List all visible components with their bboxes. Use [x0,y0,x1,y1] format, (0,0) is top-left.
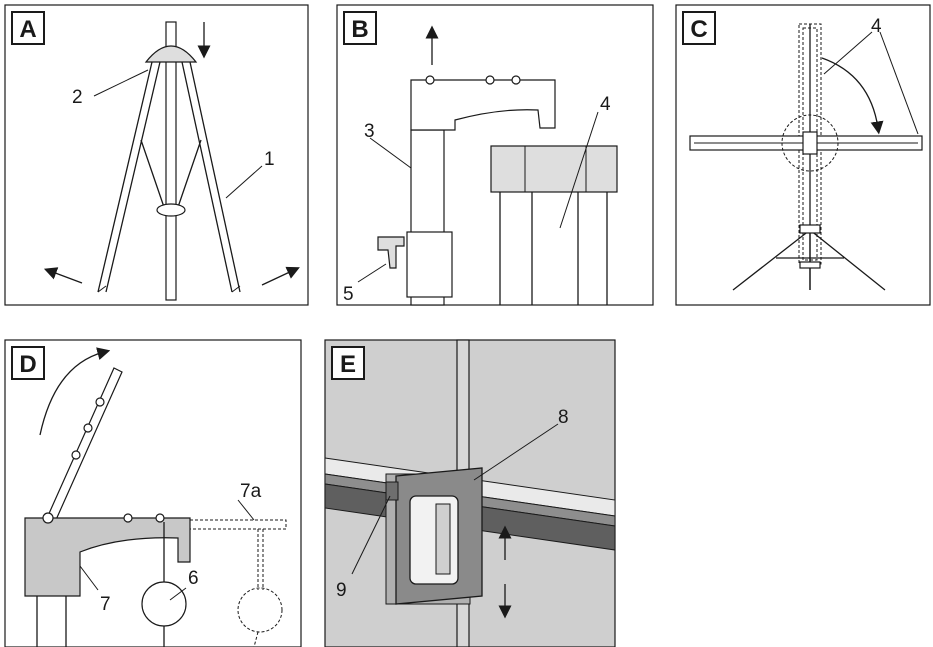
panel-b-letter-box [343,11,377,45]
panel-e: E 8 9 [324,339,616,647]
panel-b: B 3 4 5 [336,4,654,306]
panel-c-letter-box [682,11,716,45]
label-4-c: 4 [871,16,882,37]
label-2: 2 [72,87,83,108]
panel-a: A 2 1 [4,4,309,306]
panel-d-letter: D [19,351,36,378]
label-1: 1 [264,149,275,170]
label-7: 7 [100,594,111,615]
panel-c: C 4 [675,4,931,306]
panel-e-letter: E [340,351,356,378]
panel-a-letter: A [19,16,36,43]
panel-d: D 7a 6 7 [4,339,302,647]
label-4-b: 4 [600,94,611,115]
panel-c-letter: C [690,16,707,43]
label-8: 8 [558,407,569,428]
label-9: 9 [336,580,347,601]
label-7a: 7a [240,481,262,502]
label-3: 3 [364,121,375,142]
label-5: 5 [343,284,354,305]
panel-a-letter-box [11,11,45,45]
label-6: 6 [188,568,199,589]
panel-e-letter-box [331,346,365,380]
panel-b-letter: B [351,16,368,43]
panel-d-letter-box [11,346,45,380]
